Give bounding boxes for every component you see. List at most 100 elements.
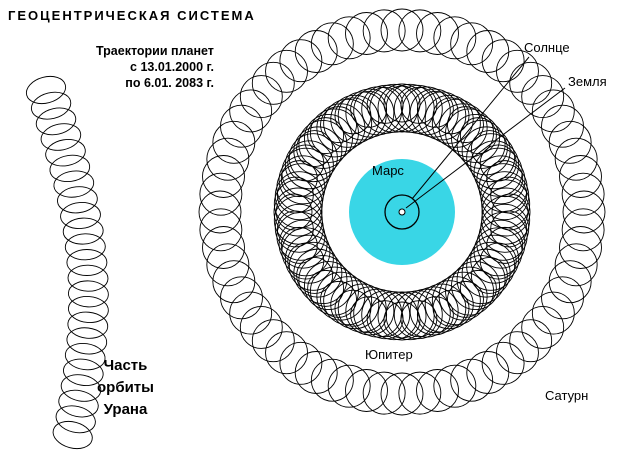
trajectory-loop (398, 371, 442, 415)
trajectory-loop (466, 133, 516, 183)
trajectory-loop (447, 280, 484, 318)
trajectory-loop (400, 86, 438, 124)
trajectory-loop (559, 155, 602, 198)
trajectory-loop (466, 241, 516, 291)
trajectory-loop (438, 103, 488, 153)
trajectory-loop (280, 226, 318, 264)
trajectory-loop (345, 88, 395, 138)
uranus-loop (67, 311, 109, 339)
trajectory-loop (330, 280, 380, 330)
trajectory-loop (561, 208, 605, 252)
trajectory-loop (486, 160, 524, 198)
trajectory-loop (199, 208, 243, 252)
trajectory-loop (265, 49, 308, 93)
trajectory-loop (293, 248, 343, 298)
uranus-loop (63, 358, 104, 386)
trajectory-loop (450, 358, 494, 402)
trajectory-loop (320, 106, 357, 144)
uranus-loop (49, 154, 91, 183)
trajectory-loop (481, 341, 525, 385)
trajectory-loop (229, 89, 273, 133)
trajectory-loop (202, 155, 245, 198)
label-mars: Марс (372, 163, 404, 178)
trajectory-loop (432, 289, 470, 327)
trajectory-loop (251, 61, 295, 105)
uranus-note-line-1: Часть (103, 357, 148, 374)
trajectory-loop (417, 283, 467, 333)
trajectory-note-line-3: по 6.01. 2083 г. (125, 76, 214, 90)
trajectory-loop (304, 114, 353, 163)
trajectory-loop (473, 147, 523, 197)
trajectory-loop (479, 144, 517, 182)
trajectory-loop (345, 12, 388, 55)
trajectory-loop (287, 144, 325, 182)
trajectory-loop (496, 49, 539, 93)
trajectory-loop (383, 301, 421, 339)
trajectory-loop (459, 269, 497, 307)
trajectory-loop (294, 30, 338, 73)
trajectory-loop (362, 371, 406, 415)
trajectory-loop (470, 234, 520, 284)
trajectory-loop (323, 276, 373, 326)
label-saturn: Сатурн (545, 388, 589, 403)
uranus-loop (35, 107, 77, 136)
trajectory-loop (334, 97, 372, 135)
trajectory-loop (199, 172, 243, 216)
uranus-loop (64, 233, 106, 261)
trajectory-loop (431, 98, 481, 148)
trajectory-loop (541, 104, 584, 148)
trajectory-loop (296, 130, 334, 167)
uranus-loop (60, 374, 102, 402)
trajectory-loop (362, 9, 406, 53)
uranus-loop (67, 296, 109, 323)
trajectory-loop (296, 257, 334, 294)
trajectory-period-note: Траектории планет с 13.01.2000 г. по 6.0… (96, 43, 214, 91)
trajectory-loop (273, 187, 323, 237)
trajectory-loop (284, 140, 334, 190)
trajectory-loop (345, 286, 395, 336)
uranus-loop (57, 186, 98, 214)
trajectory-loop (380, 8, 424, 52)
trajectory-note-line-2: с 13.01.2000 г. (130, 60, 214, 74)
label-sun: Солнце (524, 40, 570, 55)
trajectory-loop (548, 120, 592, 164)
trajectory-loop (287, 242, 325, 280)
trajectory-loop (554, 243, 598, 287)
trajectory-loop (198, 190, 242, 234)
leader-earth (405, 87, 566, 209)
trajectory-loop (345, 369, 388, 412)
uranus-note-line-3: Урана (103, 401, 148, 418)
jupiter-trajectory-loops (273, 83, 531, 341)
trajectory-loop (202, 226, 245, 269)
uranus-loop (53, 170, 95, 198)
uranus-loop (58, 389, 99, 418)
leader-sun (411, 56, 530, 200)
trajectory-loop (350, 90, 388, 128)
trajectory-loop (490, 210, 528, 248)
label-jupiter: Юпитер (365, 347, 413, 362)
trajectory-loop (473, 227, 523, 277)
trajectory-loop (278, 155, 328, 205)
earth-center-dot (398, 208, 406, 216)
uranus-loop (66, 327, 108, 355)
uranus-orbit-note: Часть орбиты Урана (97, 355, 154, 421)
trajectory-loop (490, 176, 528, 214)
trajectory-loop (307, 269, 345, 307)
trajectory-loop (265, 331, 308, 375)
trajectory-loop (239, 306, 283, 349)
uranus-loop (62, 217, 104, 245)
trajectory-loop (251, 319, 295, 363)
trajectory-loop (562, 190, 606, 234)
trajectory-loop (307, 117, 345, 155)
trajectory-loop (284, 234, 334, 284)
trajectory-loop (461, 248, 511, 298)
trajectory-loop (476, 219, 526, 269)
trajectory-loop (531, 89, 575, 133)
uranus-loop (25, 75, 67, 105)
diagram-title: ГЕОЦЕНТРИЧЕСКАЯ СИСТЕМА (8, 8, 256, 23)
trajectory-loop (310, 358, 354, 402)
trajectory-note-line-1: Траектории планет (96, 44, 214, 58)
trajectory-loop (288, 241, 338, 291)
trajectory-loop (450, 22, 494, 66)
trajectory-loop (206, 137, 250, 181)
